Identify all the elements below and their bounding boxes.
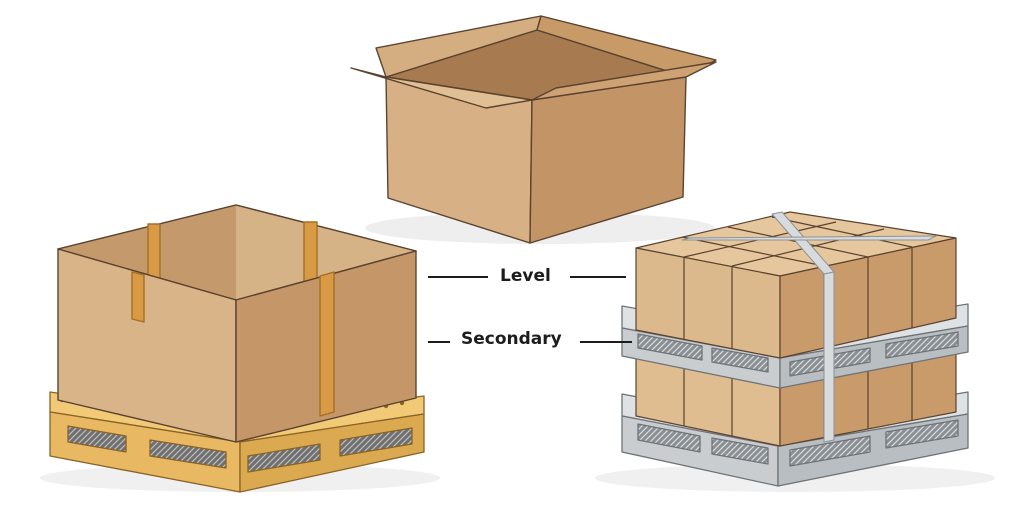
pallet-mesh-opening	[149, 439, 227, 469]
bin-tape-front	[131, 271, 145, 323]
level-leader-right	[570, 276, 626, 278]
bin-tape-inner	[303, 221, 318, 283]
lower-pallet-slot	[885, 419, 959, 449]
open-cardboard-box	[350, 15, 717, 244]
bin-inner-back-right	[236, 205, 416, 300]
upper-pallet-slot	[637, 333, 703, 361]
label-level: Level	[500, 266, 551, 286]
label-secondary: Secondary	[461, 329, 562, 349]
strap-cross	[681, 235, 937, 241]
lower-pallet-slot	[637, 423, 701, 453]
palletized-load	[621, 211, 969, 487]
plastic-pallet-lower	[621, 391, 969, 487]
load-strap	[681, 211, 937, 443]
lower-pallet-slot	[711, 437, 769, 465]
box-back-right-flap	[536, 15, 717, 78]
strap-front	[823, 271, 835, 443]
pallet-mesh-opening	[247, 443, 321, 473]
upper-pallet-slot	[711, 347, 769, 373]
lower-pallet-slot	[789, 435, 871, 467]
bulk-bin	[57, 204, 417, 443]
bulk-bin-on-pallet	[49, 204, 425, 493]
upper-pallet-slot	[885, 331, 959, 359]
pallet-mesh-opening	[67, 425, 127, 453]
pallet-mesh-opening	[339, 427, 413, 457]
secondary-leader-right	[580, 341, 632, 343]
bin-tape-side	[319, 271, 335, 417]
bin-inner-back-left	[58, 205, 236, 300]
secondary-leader-left	[428, 341, 450, 343]
box-front-left-flap	[350, 67, 533, 109]
level-leader-left	[428, 276, 488, 278]
box-front-right-flap	[531, 61, 717, 101]
